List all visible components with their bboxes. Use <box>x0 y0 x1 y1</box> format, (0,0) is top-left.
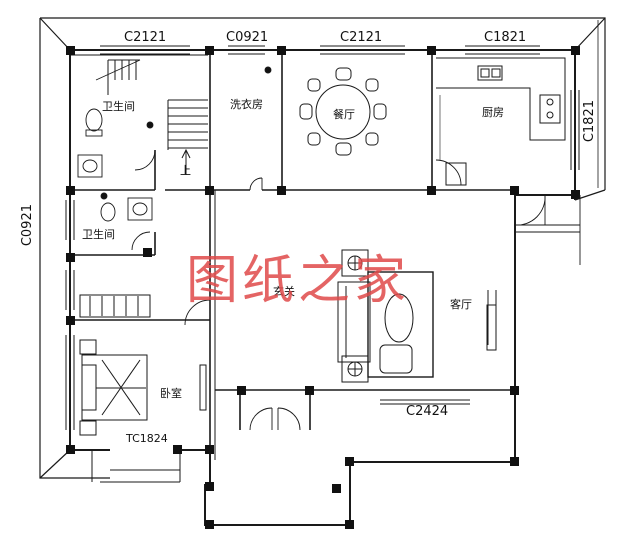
living-furniture <box>337 249 434 383</box>
window-code-top-laundry: C0921 <box>226 30 269 45</box>
room-label-entry: 玄关 <box>273 285 295 298</box>
window-code-living-bottom: C2424 <box>406 404 449 419</box>
window-code-top-left: C2121 <box>124 30 167 45</box>
window-code-right-kitchen: C1821 <box>582 100 597 143</box>
window-code-top-kitchen: C1821 <box>484 30 527 45</box>
room-label-kitchen: 厨房 <box>482 106 504 119</box>
room-label-bath-upper: 卫生间 <box>102 100 135 113</box>
roof-outline <box>39 17 606 479</box>
watermark: 图纸之家 <box>186 251 411 311</box>
window-code-top-dining: C2121 <box>340 30 383 45</box>
room-label-laundry: 洗衣房 <box>230 98 263 111</box>
bathroom-fixtures <box>77 66 272 222</box>
stair-up-label: 上 <box>180 164 191 177</box>
wall-columns <box>66 46 580 529</box>
room-label-bedroom: 卧室 <box>160 387 182 400</box>
window-code-bedroom-bottom: TC1824 <box>126 432 168 445</box>
bedroom-furniture <box>79 294 151 436</box>
window-code-left-bath: C0921 <box>20 204 35 247</box>
room-label-bath-lower: 卫生间 <box>82 228 115 241</box>
kitchen-fixtures <box>436 57 566 186</box>
room-label-dining: 餐厅 <box>333 108 355 121</box>
windows <box>65 45 580 430</box>
doors <box>131 149 581 431</box>
dining-table <box>299 67 387 156</box>
room-label-living: 客厅 <box>450 298 472 311</box>
stairs <box>95 59 208 175</box>
interior-walls <box>70 50 515 483</box>
